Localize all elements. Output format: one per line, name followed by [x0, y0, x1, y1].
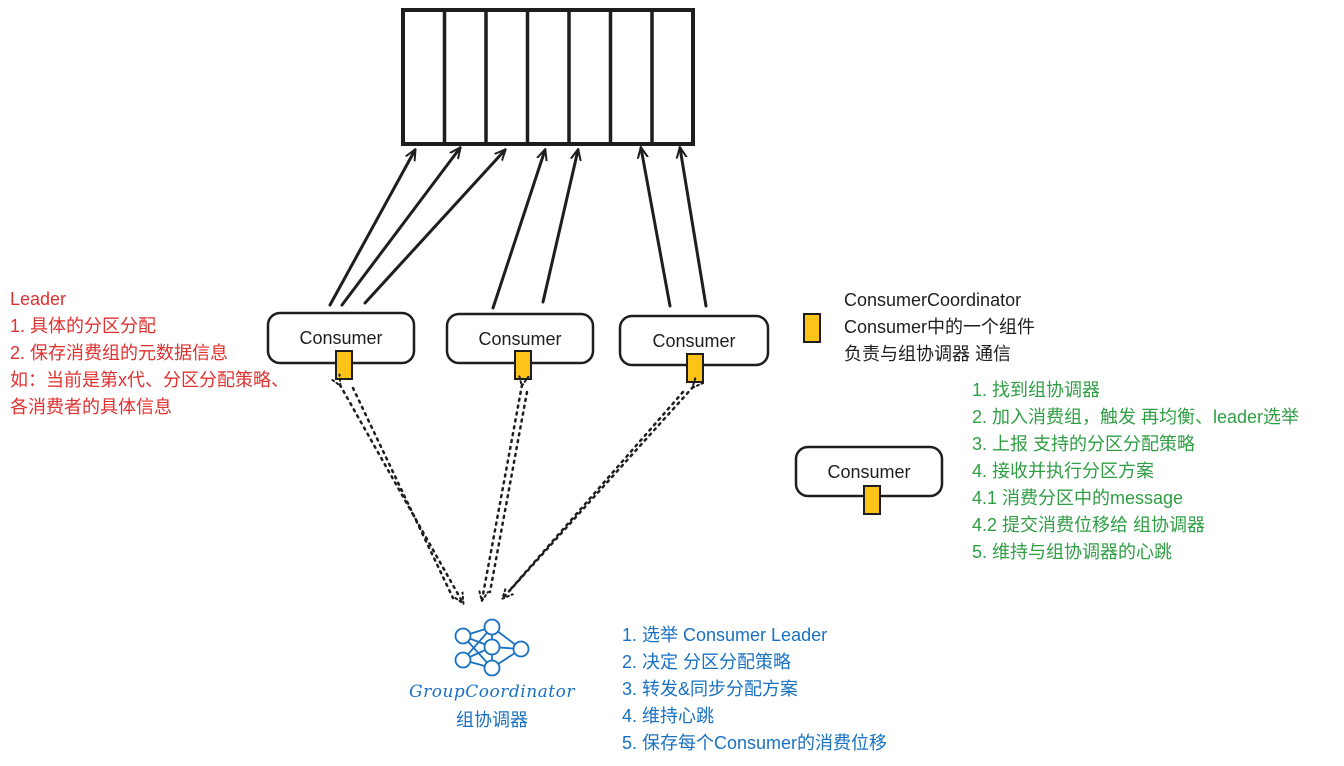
consume-arrow — [680, 148, 708, 308]
consume-arrow — [541, 150, 578, 304]
consumer-step: 3. 上报 支持的分区分配策略 — [972, 434, 1196, 454]
leader-note-line: 各消费者的具体信息 — [10, 397, 172, 417]
leader-note-line: 2. 保存消费组的元数据信息 — [10, 343, 229, 363]
legend-consumer-label: Consumer — [827, 462, 911, 482]
coordinator-duty: 5. 保存每个Consumer的消费位移 — [622, 733, 888, 753]
group-coordinator-subtitle: 组协调器 — [456, 710, 528, 730]
consumer-coordinator-marker — [514, 350, 532, 380]
consume-arrow — [363, 150, 505, 305]
consumer-coordinator-legend: ConsumerCoordinator Consumer中的一个组件 负责与组协… — [844, 287, 1035, 368]
heartbeat-arrow — [488, 390, 529, 594]
coordinator-duty: 2. 决定 分区分配策略 — [622, 652, 792, 672]
consumer-step: 2. 加入消费组，触发 再均衡、leader选举 — [972, 407, 1300, 427]
consumer-step: 4.2 提交消费位移给 组协调器 — [972, 515, 1206, 535]
heartbeat-arrow — [351, 386, 455, 600]
legend-consumer-box — [794, 445, 944, 515]
leader-note-line: 1. 具体的分区分配 — [10, 316, 157, 336]
consumer-step: 5. 维持与组协调器的心跳 — [972, 542, 1173, 562]
coordinator-duty: 1. 选举 Consumer Leader — [622, 625, 828, 645]
consumer-step: 1. 找到组协调器 — [972, 380, 1101, 400]
consumer-box-2 — [445, 312, 595, 380]
partition-block-outline — [401, 8, 695, 146]
legend-marker — [803, 313, 821, 343]
consume-arrow — [641, 148, 672, 308]
consumer-to-partition-arrows — [328, 148, 708, 310]
heartbeat-arrow — [482, 385, 522, 600]
consumer-coordinator-marker — [863, 485, 881, 515]
legend-line: ConsumerCoordinator — [844, 290, 1022, 310]
consumer-coordinator-marker — [335, 350, 353, 380]
consume-arrow — [340, 148, 460, 307]
leader-note: Leader 1. 具体的分区分配 2. 保存消费组的元数据信息 如：当前是第x… — [10, 286, 289, 421]
coordinator-duty: 3. 转发&同步分配方案 — [622, 679, 799, 699]
heartbeat-arrow — [340, 385, 463, 603]
consumer-box-3 — [618, 314, 770, 383]
legend-line: 负责与组协调器 通信 — [844, 344, 1012, 364]
neural-network-icon — [454, 618, 530, 677]
consumer-label: Consumer — [652, 331, 736, 351]
legend-line: Consumer中的一个组件 — [844, 317, 1036, 337]
coordinator-duty: 4. 维持心跳 — [622, 706, 715, 726]
consumer-step: 4.1 消费分区中的message — [972, 488, 1184, 508]
consumer-label: Consumer — [299, 328, 383, 348]
consume-arrow — [491, 150, 545, 310]
group-coordinator-title: GroupCoordinator — [409, 682, 575, 702]
consumer-box-1 — [266, 311, 416, 380]
heartbeat-arrow — [503, 387, 693, 598]
consumer-step: 4. 接收并执行分区方案 — [972, 461, 1155, 481]
group-coordinator-duties: 1. 选举 Consumer Leader 2. 决定 分区分配策略 3. 转发… — [622, 622, 887, 757]
coordinator-communication-arrows — [340, 385, 693, 603]
consume-arrow — [328, 150, 417, 307]
consumer-steps: 1. 找到组协调器 2. 加入消费组，触发 再均衡、leader选举 3. 上报… — [972, 377, 1299, 566]
leader-note-line: Leader — [10, 289, 67, 309]
consumer-label: Consumer — [478, 329, 562, 349]
leader-note-line: 如：当前是第x代、分区分配策略、 — [10, 370, 289, 390]
heartbeat-arrow — [508, 390, 685, 592]
topic-partitions — [401, 8, 695, 146]
consumer-coordinator-marker — [686, 353, 704, 383]
